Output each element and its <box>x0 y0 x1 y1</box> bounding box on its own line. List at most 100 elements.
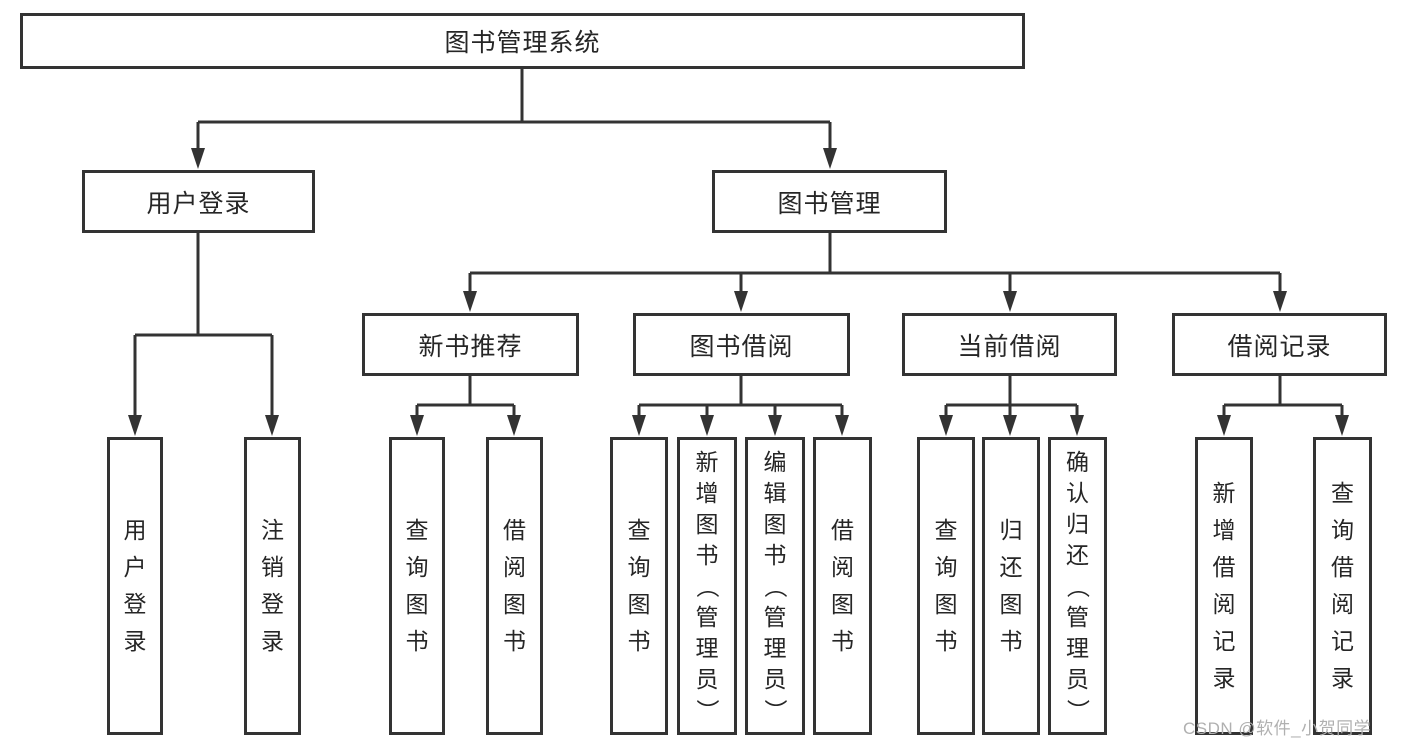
node-root-label: 图书管理系统 <box>444 29 601 57</box>
leaf-label-char: 管 <box>1066 603 1089 630</box>
leaf-label-char: 员 <box>763 665 787 692</box>
arrowheads <box>128 148 1349 436</box>
leaf-label-char: 记 <box>1212 628 1236 654</box>
node-user-login-label: 用户登录 <box>146 189 251 218</box>
leaf-label-char: 书 <box>831 628 854 654</box>
leaf-label-char: 注 <box>261 517 284 543</box>
leaf-label-char: 员 <box>1066 665 1089 692</box>
arrow-down-icon <box>1070 415 1084 436</box>
node-book-borrow-label: 图书借阅 <box>689 332 794 361</box>
arrow-down-icon <box>410 415 424 436</box>
arrow-down-icon <box>191 148 205 169</box>
leaf-label-char: 增 <box>1212 517 1236 543</box>
leaf-label-char: （ <box>1065 574 1091 598</box>
leaf-label-char: 书 <box>695 541 719 568</box>
leaf-label-char: 管 <box>695 603 719 630</box>
leaf-label-char: （ <box>762 574 789 598</box>
leaf-label-char: 书 <box>405 628 429 654</box>
arrow-down-icon <box>128 415 142 436</box>
leaf-label-char: 询 <box>627 554 651 580</box>
leaf-label-char: 用 <box>123 517 147 543</box>
arrow-down-icon <box>1217 415 1231 436</box>
leaf-label-char: 借 <box>1212 554 1236 580</box>
connector-root-to-level2 <box>196 69 832 150</box>
leaf-label-char: 确 <box>1066 448 1089 475</box>
leaf-label-char: 理 <box>1066 634 1089 661</box>
arrow-down-icon <box>768 415 782 436</box>
leaf-label-char: 询 <box>934 554 958 580</box>
connector-borrow-to-children <box>637 376 844 417</box>
leaf-label-char: 新 <box>695 448 719 475</box>
node-current-borrow-label: 当前借阅 <box>957 332 1062 361</box>
arrow-down-icon <box>1003 291 1017 312</box>
leaf-label-char: 查 <box>934 517 958 543</box>
leaf-label-char: 认 <box>1066 479 1089 506</box>
leaf-label-char: 图 <box>503 591 526 617</box>
arrow-down-icon <box>700 415 714 436</box>
leaf-label-char: 阅 <box>1212 591 1236 617</box>
leaf-borrow-book-recommend: 借阅图书 <box>486 437 543 735</box>
leaf-label-char: 归 <box>999 517 1023 543</box>
arrow-down-icon <box>632 415 646 436</box>
leaf-label-char: 图 <box>405 591 429 617</box>
leaf-label-char: 录 <box>1212 665 1236 691</box>
arrow-down-icon <box>265 415 279 436</box>
arrow-down-icon <box>734 291 748 312</box>
leaf-label-char: 管 <box>763 603 787 630</box>
leaf-label-char: 借 <box>831 517 854 543</box>
leaf-label-char: 增 <box>695 479 719 506</box>
leaf-confirm-return-admin: 确认归还 （ 管理员 ） <box>1048 437 1107 735</box>
leaf-label-char: 书 <box>503 628 526 654</box>
arrow-down-icon <box>835 415 849 436</box>
leaf-label-char: 图 <box>831 591 854 617</box>
leaf-label-char: 归 <box>1066 510 1089 537</box>
leaf-label-char: 图 <box>695 510 719 537</box>
leaf-label-char: 图 <box>627 591 651 617</box>
leaf-label-char: 理 <box>695 634 719 661</box>
leaf-label-char: 查 <box>1331 480 1354 506</box>
leaf-return-book: 归还图书 <box>982 437 1040 735</box>
leaf-label-char: 登 <box>123 591 147 617</box>
node-borrow-records: 借阅记录 <box>1172 313 1387 376</box>
leaf-label-char: 理 <box>763 634 787 661</box>
leaf-label-char: 借 <box>1331 554 1354 580</box>
leaf-label-char: 询 <box>1331 517 1354 543</box>
leaf-label-char: 图 <box>763 510 787 537</box>
leaf-label-char: ） <box>694 698 721 722</box>
leaf-label-char: 销 <box>261 554 284 580</box>
leaf-label-char: （ <box>694 574 721 598</box>
leaf-label-char: 图 <box>934 591 958 617</box>
leaf-borrow-book: 借阅图书 <box>813 437 872 735</box>
leaf-label-char: 记 <box>1331 628 1354 654</box>
node-current-borrow: 当前借阅 <box>902 313 1117 376</box>
leaf-label-char: 户 <box>123 554 147 580</box>
leaf-label-char: 书 <box>627 628 651 654</box>
node-book-management: 图书管理 <box>712 170 947 233</box>
leaf-label-char: 登 <box>261 591 284 617</box>
leaf-label-char: 查 <box>405 517 429 543</box>
leaf-label-char: 借 <box>503 517 526 543</box>
leaf-query-book-recommend: 查询图书 <box>389 437 445 735</box>
leaf-label-char: 查 <box>627 517 651 543</box>
leaf-label-char: 书 <box>934 628 958 654</box>
arrow-down-icon <box>1003 415 1017 436</box>
node-book-management-label: 图书管理 <box>777 189 882 218</box>
node-user-login: 用户登录 <box>82 170 315 233</box>
leaf-label-char: 录 <box>1331 665 1354 691</box>
leaf-label-char: 阅 <box>1331 591 1354 617</box>
leaf-label-char: 录 <box>123 628 147 654</box>
leaf-label-char: ） <box>1065 698 1091 722</box>
leaf-label-char: 还 <box>1066 541 1089 568</box>
leaf-query-book-borrow: 查询图书 <box>610 437 668 735</box>
connector-records-to-children <box>1222 376 1344 417</box>
leaf-label-char: 询 <box>405 554 429 580</box>
arrow-down-icon <box>1273 291 1287 312</box>
connector-recommend-to-children <box>415 376 516 417</box>
leaf-label-char: 录 <box>261 628 284 654</box>
leaf-label-char: 新 <box>1212 480 1236 506</box>
leaf-query-book-current: 查询图书 <box>917 437 975 735</box>
leaf-logout: 注销登录 <box>244 437 301 735</box>
node-new-book-recommend-label: 新书推荐 <box>418 332 523 361</box>
